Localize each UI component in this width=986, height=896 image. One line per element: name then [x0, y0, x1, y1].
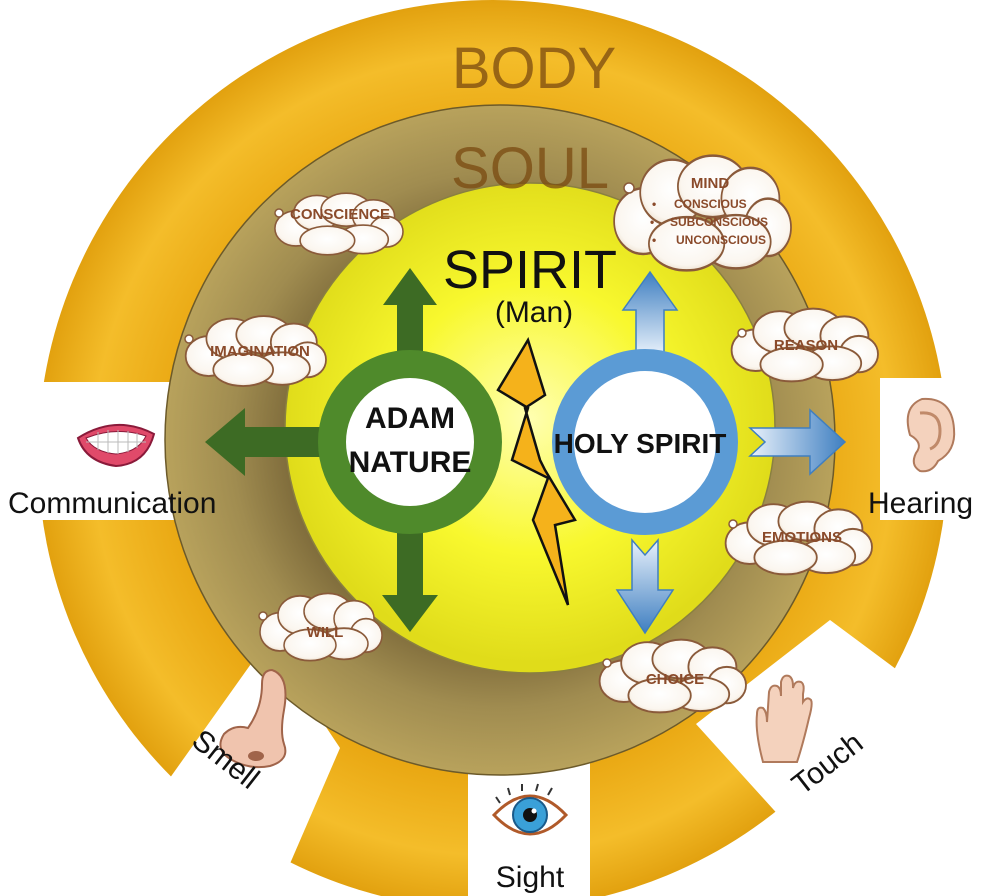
- mind-item-bullet: •: [652, 197, 656, 211]
- nose-icon: [219, 668, 287, 769]
- lightning-bolt-icon: [496, 336, 577, 606]
- mind-item-conscious: CONSCIOUS: [674, 197, 747, 211]
- cloud-tail-imagination: [184, 334, 194, 344]
- cloud-tail-emotions: [728, 519, 738, 529]
- holy-spirit-ring: [552, 349, 738, 535]
- cloud-tail-choice: [602, 658, 612, 668]
- cloud-tail-mind: [623, 182, 635, 194]
- ear-icon: [906, 397, 956, 473]
- cloud-label-mind: MIND: [691, 175, 729, 192]
- sense-label-hearing: Hearing: [868, 487, 973, 520]
- spirit-label: SPIRIT: [443, 240, 617, 300]
- holy-spirit-label: HOLY SPIRIT: [554, 428, 727, 459]
- sense-gaps: [0, 378, 986, 896]
- hand-icon: [755, 674, 813, 763]
- cloud-label-imagination: IMAGINATION: [210, 343, 310, 360]
- soul-label: SOUL: [451, 136, 609, 201]
- cloud-label-emotions: EMOTIONS: [762, 529, 842, 546]
- mind-item-bullet: •: [650, 215, 654, 229]
- mouth-icon: [76, 424, 156, 468]
- adam-label-line1: ADAM: [365, 402, 455, 435]
- mind-list: • CONSCIOUS • SUBCONSCIOUS • UNCONSCIOUS: [650, 197, 768, 247]
- cloud-tail-reason: [737, 328, 747, 338]
- cloud-label-conscience: CONSCIENCE: [290, 206, 390, 223]
- sense-label-communication: Communication: [8, 487, 216, 520]
- adam-arrow-up: [383, 268, 437, 355]
- adam-arrow-down: [382, 520, 438, 632]
- mind-item-subconscious: SUBCONSCIOUS: [670, 215, 768, 229]
- adam-label-line2: NATURE: [349, 446, 472, 479]
- holy-arrow-right: [748, 408, 847, 476]
- mind-item-bullet: •: [652, 233, 656, 247]
- adam-arrows: [205, 268, 438, 632]
- cloud-tail-conscience: [274, 208, 284, 218]
- cloud-tail-will: [258, 611, 268, 621]
- adam-arrow-left: [205, 408, 320, 476]
- cloud-label-reason: REASON: [774, 337, 838, 354]
- mind-item-unconscious: UNCONSCIOUS: [676, 233, 766, 247]
- eye-icon: [491, 783, 569, 836]
- adam-nature-ring: [318, 350, 502, 534]
- body-label: BODY: [452, 36, 616, 101]
- holy-arrows: [615, 270, 847, 635]
- cloud-label-will: WILL: [307, 624, 344, 641]
- holy-arrow-up: [621, 270, 679, 356]
- spirit-sublabel: (Man): [495, 296, 573, 329]
- cloud-label-choice: CHOICE: [646, 671, 704, 688]
- sense-label-sight: Sight: [496, 861, 565, 894]
- holy-arrow-down: [615, 537, 675, 635]
